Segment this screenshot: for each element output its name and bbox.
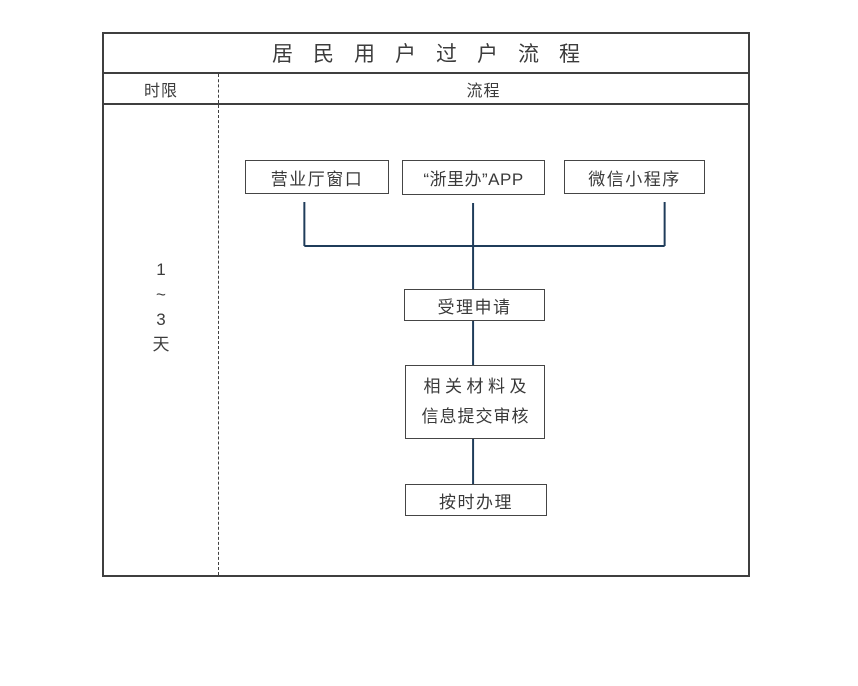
- time-limit-cell: 1 ~ 3 天: [104, 105, 219, 575]
- channel-box-zheliban-app: “浙里办”APP: [402, 160, 545, 195]
- channel-label: 营业厅窗口: [270, 169, 364, 189]
- connector-lines: [303, 202, 666, 484]
- step-label: 按时办理: [439, 492, 513, 512]
- channel-label: “浙里办”APP: [423, 170, 524, 189]
- time-limit-header-cell: 时限: [104, 74, 219, 103]
- time-limit-value-3: 3: [156, 310, 166, 329]
- step-box-accept-application: 受理申请: [404, 289, 545, 321]
- table-frame: 居民用户过户流程 时限 流程 1 ~ 3 天: [102, 32, 750, 577]
- channel-box-wechat-mini-program: 微信小程序: [564, 160, 705, 194]
- step-box-handle-on-time: 按时办理: [405, 484, 547, 516]
- step-label-line-2: 信息提交审核: [421, 407, 530, 426]
- step-box-materials-info-review: 相关材料及 信息提交审核: [405, 365, 545, 439]
- page-title: 居民用户过户流程: [272, 43, 600, 66]
- time-limit-tilde: ~: [156, 285, 166, 304]
- step-label: 受理申请: [437, 297, 512, 317]
- channel-box-service-hall-window: 营业厅窗口: [245, 160, 389, 194]
- process-header-cell: 流程: [219, 74, 748, 103]
- title-row: 居民用户过户流程: [104, 34, 748, 74]
- time-limit-header-label: 时限: [143, 82, 178, 100]
- body-row: 1 ~ 3 天 营业厅窗口 “浙里办”APP: [104, 105, 748, 575]
- header-row: 时限 流程: [104, 74, 748, 105]
- flow-area: 营业厅窗口 “浙里办”APP 微信小程序 受理申请 相关材料及 信息提交审核 按…: [219, 105, 748, 575]
- time-limit-unit-day: 天: [152, 335, 170, 354]
- step-label-line-1: 相关材料及: [423, 377, 531, 396]
- process-header-label: 流程: [466, 82, 501, 100]
- time-limit-value-1: 1: [156, 260, 166, 279]
- channel-label: 微信小程序: [588, 169, 681, 189]
